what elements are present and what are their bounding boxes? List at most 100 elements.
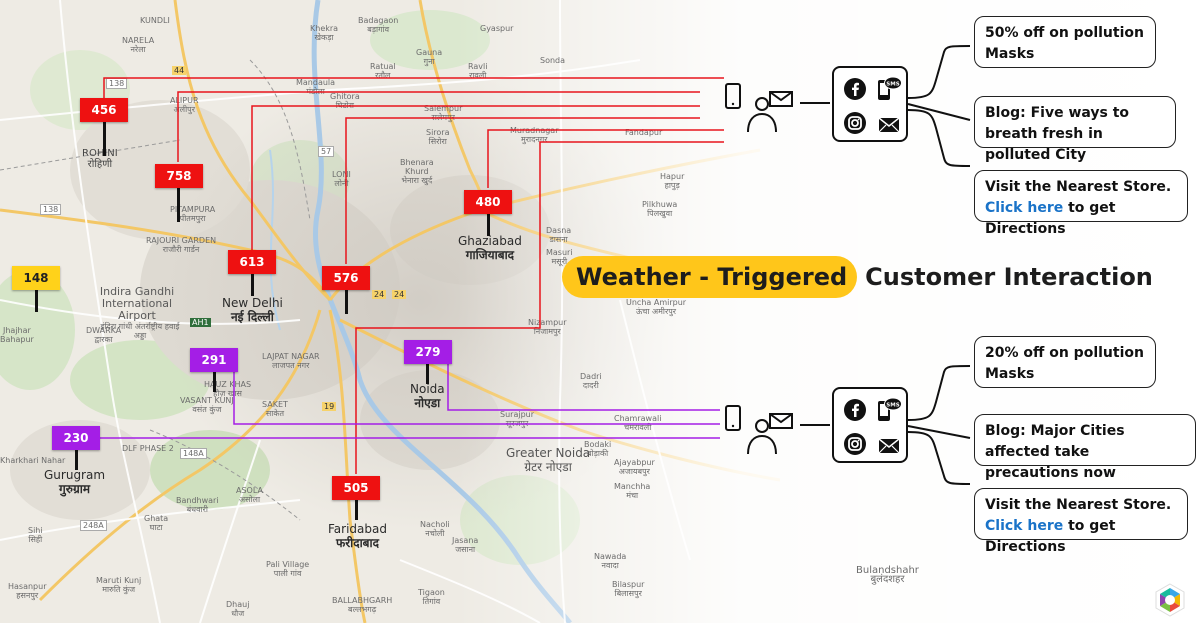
instagram-icon[interactable]	[844, 433, 866, 455]
message-bubble-offer[interactable]: 20% off on pollution Masks	[974, 336, 1156, 388]
marker-pole	[35, 288, 38, 312]
facebook-icon[interactable]	[844, 399, 866, 421]
place-label: इंदिरा गांधी अंतर्राष्ट्रीय हवाई अड्डा	[100, 322, 180, 340]
connector-rohini	[103, 77, 724, 98]
aqi-marker-ghaziabad[interactable]: 480	[464, 190, 512, 214]
road-number: 19	[322, 402, 337, 411]
place-label: Gyaspur	[480, 24, 514, 33]
place-label: Kharkhari Nahar	[0, 456, 66, 465]
directions-link[interactable]: Click here	[985, 200, 1064, 216]
aqi-marker-faridabad[interactable]: 505	[332, 476, 380, 500]
directions-text: to get Directions	[985, 518, 1116, 555]
facebook-icon[interactable]	[844, 78, 866, 100]
directions-link[interactable]: Click here	[985, 518, 1064, 534]
connector-new-delhi	[251, 105, 700, 250]
directions-text: to get Directions	[985, 200, 1116, 237]
place-label: Indira Gandhi International Airport	[99, 285, 175, 322]
aqi-marker-rohini[interactable]: 456	[80, 98, 128, 122]
channel-box-top: SMS	[832, 66, 908, 142]
marker-pole	[75, 448, 78, 470]
place-label: KUNDLI	[140, 16, 170, 25]
agent-with-devices-icon	[725, 83, 793, 133]
marker-pole	[426, 362, 429, 384]
connector-east-delhi	[345, 117, 700, 264]
aqi-marker-gurugram[interactable]: 230	[52, 426, 100, 450]
message-bubble-store[interactable]: Visit the Nearest Store. Click here to g…	[974, 170, 1188, 237]
aqi-marker-noida[interactable]: 279	[404, 340, 452, 364]
channel-fanout	[907, 45, 971, 99]
message-bubble-blog[interactable]: Blog: Five ways to breath fresh in pollu…	[974, 96, 1176, 163]
channel-fanout	[907, 103, 971, 121]
title-rest: Customer Interaction	[865, 263, 1153, 291]
place-label: Fandapur	[625, 128, 663, 137]
envelope-icon[interactable]	[878, 435, 900, 457]
brand-logo-icon	[1155, 583, 1185, 617]
aqi-marker-new-delhi[interactable]: 613	[228, 250, 276, 274]
instagram-icon[interactable]	[844, 112, 866, 134]
aqi-marker-east-delhi[interactable]: 576	[322, 266, 370, 290]
marker-pole	[487, 212, 490, 236]
sms-phone-icon[interactable]: SMS	[876, 76, 902, 102]
road-number: 24	[372, 290, 387, 299]
connector-hauz-khas	[233, 370, 720, 425]
connector-faridabad	[355, 141, 724, 474]
marker-pole	[103, 118, 106, 156]
message-bubble-offer[interactable]: 50% off on pollution Masks	[974, 16, 1156, 68]
road-number: 248A	[80, 520, 107, 531]
aqi-marker-hauz-khas[interactable]: 291	[190, 348, 238, 372]
envelope-icon[interactable]	[878, 114, 900, 136]
channel-fanout	[907, 431, 971, 485]
marker-pole	[251, 272, 254, 296]
road-number: 148A	[180, 448, 207, 459]
channel-fanout	[907, 109, 971, 167]
message-bubble-blog[interactable]: Blog: Major Cities affected take precaut…	[974, 414, 1196, 481]
road-number: 138	[40, 204, 62, 215]
message-bubble-store[interactable]: Visit the Nearest Store. Click here to g…	[974, 488, 1188, 555]
sms-phone-icon[interactable]: SMS	[876, 397, 902, 423]
aqi-marker-najafgarh[interactable]: 148	[12, 266, 60, 290]
aqi-marker-pitampura[interactable]: 758	[155, 164, 203, 188]
marker-pole	[355, 498, 358, 520]
road-number: 57	[318, 146, 335, 157]
marker-pole	[213, 370, 216, 392]
road-number: 24	[392, 290, 407, 299]
connector-pitampura	[177, 91, 700, 162]
svg-text:SMS: SMS	[886, 402, 899, 408]
